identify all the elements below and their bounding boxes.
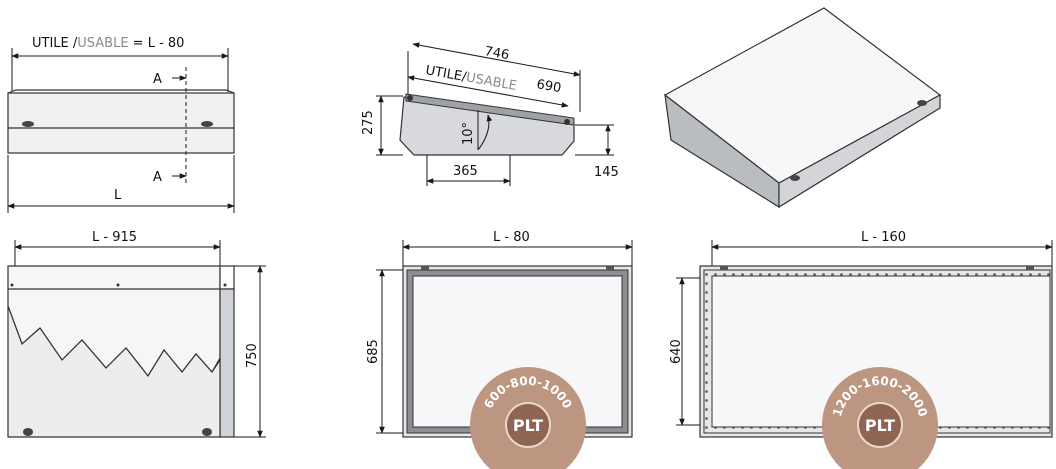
plate-large-height-label: 640 [669, 339, 684, 364]
panel-plate-large-drawing: L - 160 640 1200-1600-2000 PLT [669, 230, 1053, 469]
angle-label: 10° [461, 122, 476, 145]
side-profile-drawing: 746 UTILE/USABLE 690 275 10° 365 145 [361, 42, 619, 186]
section-view-drawing: L - 915 750 [7, 230, 266, 438]
profile-lid [405, 93, 575, 126]
hinge-right [201, 121, 213, 127]
overall-depth-label: 746 [483, 44, 510, 63]
front-view-body [7, 92, 235, 154]
isometric-view-drawing [663, 7, 942, 209]
plt-badge-large: 1200-1600-2000 PLT [822, 367, 938, 469]
plate-large-width-label: L - 160 [861, 230, 906, 245]
rear-height-label: 275 [361, 110, 376, 135]
hinge-left [22, 121, 34, 127]
usable-width-label: UTILE /USABLE = L - 80 [32, 36, 184, 51]
front-height-label: 145 [594, 165, 619, 180]
section-width-label: L - 915 [92, 230, 137, 245]
section-side-wall [219, 288, 235, 438]
plt-badge-small-code: PLT [513, 416, 543, 435]
section-lower-body [7, 305, 221, 438]
plt-badge-large-code: PLT [865, 416, 895, 435]
panel-plate-small-drawing: L - 80 685 600-800-1000 PLT [366, 230, 633, 469]
front-view-drawing: UTILE /USABLE = L - 80 A A L [7, 36, 235, 213]
section-height-label: 750 [245, 343, 260, 368]
usable-depth-dimension [407, 75, 569, 108]
overall-depth-dimension [412, 42, 581, 77]
section-a-bottom-label: A [153, 170, 162, 185]
usable-depth-label: UTILE/USABLE [424, 63, 518, 94]
plate-small-width-label: L - 80 [493, 230, 530, 245]
plt-badge-small: 600-800-1000 PLT [470, 367, 586, 469]
usable-depth-value: 690 [535, 77, 562, 96]
plate-small-height-label: 685 [366, 339, 381, 364]
base-depth-label: 365 [453, 164, 478, 179]
section-a-top-label: A [153, 72, 162, 87]
length-label: L [114, 188, 122, 203]
iso-front [778, 93, 941, 209]
